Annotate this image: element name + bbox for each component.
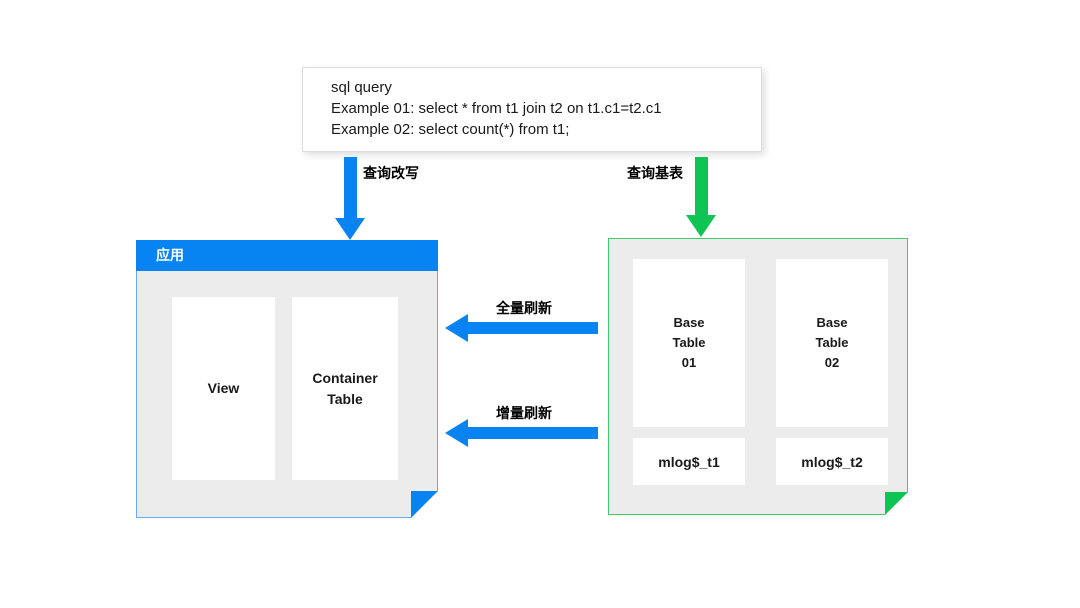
view-box: View [172,297,275,480]
folded-corner-icon [885,492,908,515]
sql-query-box: sql query Example 01: select * from t1 j… [302,67,762,152]
application-panel: 应用 View Container Table [136,240,438,518]
arrow-shaft [343,157,357,218]
mlog-t1-box: mlog$_t1 [633,438,745,485]
folded-corner-icon [411,491,438,518]
application-panel-title: 应用 [136,240,438,271]
arrow-shaft [694,157,708,215]
query-base-table-arrow-icon [686,157,716,237]
sql-example-02: Example 02: select count(*) from t1; [331,121,570,138]
arrow-head [445,419,468,447]
sql-example-01: Example 01: select * from t1 join t2 on … [331,100,662,117]
arrow-head [445,314,468,342]
arrow-head [335,218,365,240]
arrow-shaft [467,322,598,334]
incremental-refresh-arrow-icon [445,419,598,447]
arrow-head [686,215,716,237]
base-tables-panel: Base Table 01 Base Table 02 mlog$_t1 mlo… [608,238,908,515]
base-table-02-box: Base Table 02 [776,259,888,427]
query-rewrite-arrow-icon [335,157,365,240]
container-table-box: Container Table [292,297,398,480]
arrow-shaft [467,427,598,439]
sql-query-title: sql query [331,79,392,96]
incremental-refresh-label: 增量刷新 [496,405,552,421]
query-rewrite-label: 查询改写 [363,165,419,181]
full-refresh-arrow-icon [445,314,598,342]
full-refresh-label: 全量刷新 [496,300,552,316]
base-table-01-box: Base Table 01 [633,259,745,427]
mlog-t2-box: mlog$_t2 [776,438,888,485]
query-base-table-label: 查询基表 [627,165,683,181]
